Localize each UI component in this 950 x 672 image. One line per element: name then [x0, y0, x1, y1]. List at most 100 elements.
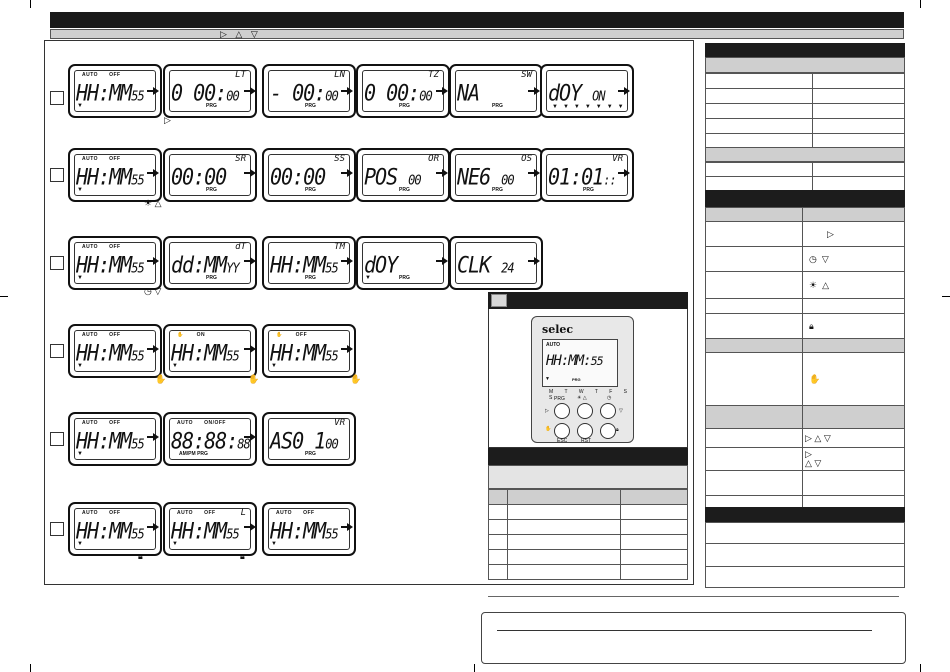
arrow-icon: [528, 257, 540, 265]
next-key-icon: ▷: [802, 221, 905, 247]
arrow-icon: [341, 523, 353, 531]
down-triangle-icon: ▼: [172, 541, 178, 547]
arrow-icon: [147, 169, 159, 177]
nav-keys-icon: ▷△ ▽: [802, 447, 905, 471]
down-triangle-icon: ▼: [545, 376, 550, 382]
lcd-astro-version: VR AS0 100 PRG: [262, 412, 356, 466]
lock-key-icon: 🔒︎: [138, 551, 143, 561]
lcd-offset-rise: OR POS 00 PRG: [356, 148, 450, 202]
arrow-icon: [147, 257, 159, 265]
down-triangle-icon: ▼: [77, 103, 83, 109]
esc-button[interactable]: [554, 423, 570, 439]
down-triangle-icon: ▼: [77, 187, 83, 193]
subtitle-bar: [50, 29, 904, 39]
step-box-4: [50, 344, 64, 358]
lcd-version: VR 01:01:: PRG: [540, 148, 634, 202]
separator-line: [488, 596, 899, 597]
note-box: [481, 612, 906, 664]
device-screen: [542, 339, 618, 387]
lower-table: [488, 489, 688, 580]
down-button[interactable]: [600, 403, 616, 419]
lcd-readout: HH:MM55: [76, 79, 145, 107]
spec-table: [705, 73, 905, 149]
down-triangle-icon: ▼: [77, 541, 83, 547]
panel-tab-icon: [491, 294, 507, 307]
hand-icon: ✋: [177, 332, 184, 338]
hand-key-icon: ✋: [350, 374, 362, 384]
lcd-offset-set: OS NE6 00 PRG: [449, 148, 543, 202]
prg-button[interactable]: [554, 403, 570, 419]
arrow-icon: [244, 87, 256, 95]
lcd-latitude: LT 0 00:00 PRG: [163, 64, 257, 118]
clock-down-key-icon: ◷ ▽: [144, 286, 162, 296]
lock-button[interactable]: [600, 423, 616, 439]
brand-logo: selec: [542, 323, 574, 336]
arrow-icon: [436, 169, 448, 177]
lcd-time: TM HH:MM55 PRG: [262, 236, 356, 290]
sun-up-key-icon: ☀ △: [144, 198, 162, 208]
arrow-icon: [341, 169, 353, 177]
lock-icon: 🔒︎: [616, 427, 619, 433]
down-triangle-icon: ▼: [365, 275, 371, 281]
up-button[interactable]: [577, 403, 593, 419]
lcd-sunset: SS 00:00 PRG: [262, 148, 356, 202]
spec-title: [705, 43, 905, 57]
step-box-6: [50, 522, 64, 536]
lock-key-icon: 🔒︎: [802, 313, 905, 339]
arrow-icon: [436, 87, 448, 95]
title-bar: [50, 12, 904, 28]
lcd-longitude: LN - 00:00 PRG: [262, 64, 356, 118]
nav-keys-icon: ▷ △ ▽: [802, 428, 905, 448]
lower-table-title: [488, 448, 688, 465]
arrow-icon: [618, 87, 630, 95]
step-box-5: [50, 432, 64, 446]
right-icon: ▷: [545, 408, 549, 414]
down-triangle-icon: ▼: [271, 541, 277, 547]
arrow-icon: [147, 345, 159, 353]
notes-table: [705, 522, 905, 588]
arrow-icon: [147, 87, 159, 95]
hand-key-icon: ✋: [155, 374, 167, 384]
arrow-icon: [147, 433, 159, 441]
hand-key-icon: ✋: [802, 352, 905, 406]
lock-key-icon: 🔒︎: [240, 551, 245, 561]
rst-button[interactable]: [577, 423, 593, 439]
down-triangle-icon: ▼: [271, 363, 277, 369]
lcd-sunrise: SR 00:00 PRG: [163, 148, 257, 202]
step-box-2: [50, 168, 64, 182]
keys-table: ▷ ◷ ▽ ☀ △ 🔒︎ ✋ ▷ △ ▽ ▷△ ▽: [705, 207, 905, 519]
arrow-icon: [436, 257, 448, 265]
hand-icon: ✋: [276, 332, 283, 338]
hand-icon: ✋: [545, 426, 552, 432]
spec-header-2: [705, 147, 905, 162]
spec-table-2: [705, 162, 905, 191]
step-box-1: [50, 91, 64, 105]
lcd-manual-off: ✋ OFF HH:MM55 ▼: [262, 324, 356, 378]
lcd-clock-format: CLK 24: [449, 236, 543, 290]
spec-header: [705, 57, 905, 73]
lcd-manual-on: ✋ ON HH:MM55 ▼: [163, 324, 257, 378]
nav-keys-icons: ▷ △ ▽: [220, 29, 261, 39]
notes-title: [705, 507, 905, 522]
arrow-icon: [528, 169, 540, 177]
down-icon: ▽: [619, 408, 623, 414]
arrow-icon: [147, 523, 159, 531]
keys-title: [705, 190, 905, 207]
lower-table-header: [488, 465, 688, 489]
down-triangle-icon: ▼: [77, 275, 83, 281]
down-triangle-icon: ▼: [172, 363, 178, 369]
next-key-icon: ▷: [164, 115, 171, 125]
timer-device: selec AUTO HH:MM:55 ▼ PRG M T W T F S S …: [531, 316, 634, 444]
lcd-summer-winter: SW NA PRG: [449, 64, 543, 118]
device-panel-title: [488, 292, 688, 309]
arrow-icon: [528, 87, 540, 95]
arrow-icon: [618, 169, 630, 177]
